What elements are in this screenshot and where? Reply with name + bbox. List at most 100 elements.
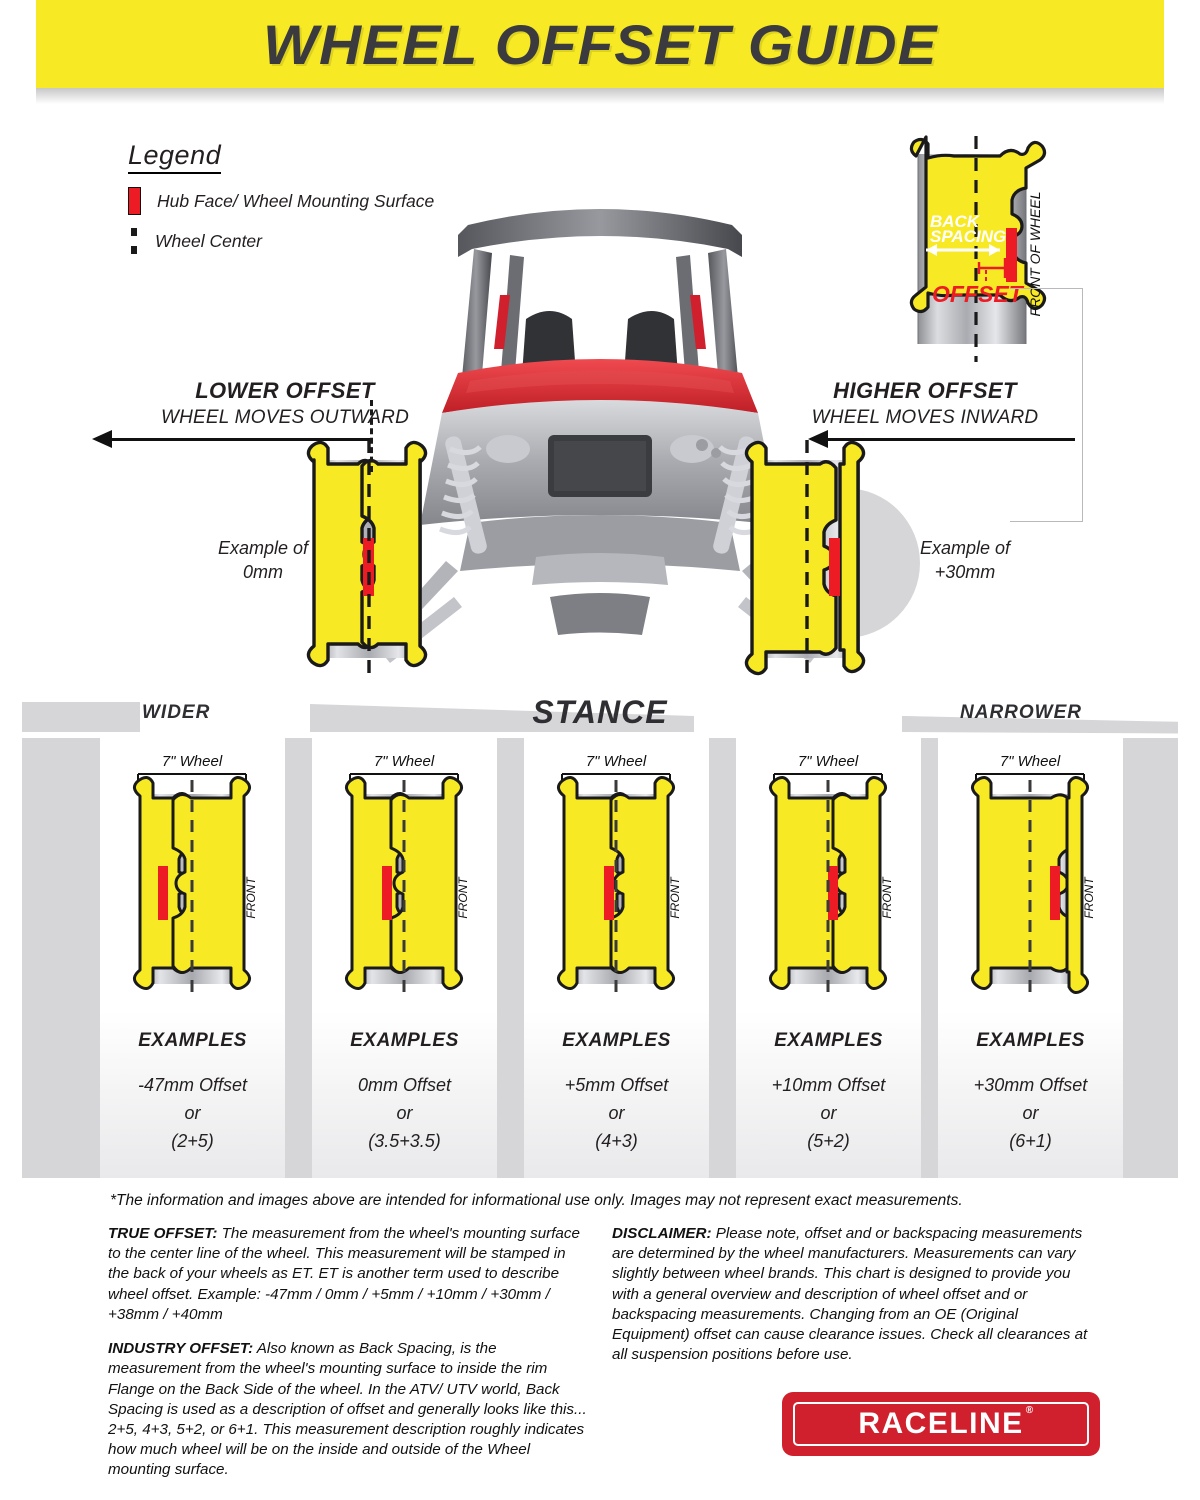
or-label: or [184,1102,201,1123]
wheel-size-label: 7" Wheel [586,753,647,770]
wheel-size-label: 7" Wheel [374,753,435,770]
wheel-size-label: 7" Wheel [162,753,223,770]
industry-offset-term: INDUSTRY OFFSET: [108,1340,254,1358]
true-offset-paragraph: TRUE OFFSET: The measurement from the wh… [108,1224,588,1325]
stance-column-3: 7" Wheel FRONT EXAMPLES +5mm Offset or (… [524,738,709,1178]
or-label: or [608,1102,625,1123]
raceline-logo: RACELINE® [782,1392,1100,1456]
backspacing-value: (2+5) [171,1130,214,1151]
example-values: 0mm Offset or (3.5+3.5) [312,1072,497,1156]
true-offset-text: The measurement from the wheel's mountin… [108,1225,580,1323]
wheel-cross-section-5: 7" Wheel FRONT [971,753,1096,1000]
front-label: FRONT [244,876,258,919]
disclaimer-term: DISCLAIMER: [612,1225,712,1242]
examples-heading: EXAMPLES [976,1030,1085,1051]
lower-offset-title: LOWER OFFSET [195,378,375,403]
stance-center-label: STANCE [532,694,668,730]
higher-offset-subtitle: WHEEL MOVES INWARD [811,407,1039,428]
stance-column-1: 7" Wheel FRONT EXAMPLES -47mm Offset or … [100,738,285,1178]
wheel-cross-section-3: 7" Wheel FRONT [557,753,682,1000]
wheel-cross-section-1: 7" Wheel FRONT [133,753,258,1000]
higher-offset-title: HIGHER OFFSET [833,378,1017,403]
left-example-note: Example of 0mm [188,536,338,585]
example-values: +30mm Offset or (6+1) [938,1072,1123,1156]
stance-column-5: 7" Wheel FRONT EXAMPLES +30mm Offset or … [938,738,1123,1178]
header-band: WHEEL OFFSET GUIDE [36,0,1164,88]
lower-offset-callout: LOWER OFFSET WHEEL MOVES OUTWARD [130,378,440,429]
hub-face-swatch-icon [128,187,141,215]
examples-heading: EXAMPLES [138,1030,247,1051]
raceline-logo-text: RACELINE® [858,1405,1033,1441]
wheel-size-label: 7" Wheel [1000,753,1061,770]
utv-vehicle-illustration [382,209,818,663]
offset-backspacing-diagram: BACK SPACING OFFSET FRONT OF WHEEL [909,135,1047,362]
right-example-note: Example of +30mm [890,536,1040,585]
left-example-line1: Example of [217,538,309,558]
stance-bar: WIDER STANCE NARROWER [22,694,1178,738]
true-offset-term: TRUE OFFSET: [108,1225,218,1242]
registered-trademark-icon: ® [1025,1405,1035,1416]
wheel-cross-section-4: 7" Wheel FRONT [769,753,894,1000]
example-values: +5mm Offset or (4+3) [524,1072,709,1156]
stance-narrower-label: NARROWER [960,702,1082,723]
stance-column-2: 7" Wheel FRONT EXAMPLES 0mm Offset or (3… [312,738,497,1178]
backspacing-value: (6+1) [1009,1130,1052,1151]
front-label: FRONT [880,876,894,919]
example-values: -47mm Offset or (2+5) [100,1072,285,1156]
legend-item-label: Hub Face/ Wheel Mounting Surface [157,190,435,211]
lower-offset-center-tick [370,400,373,472]
or-label: or [396,1102,413,1123]
legend-item-label: Wheel Center [155,230,262,251]
examples-heading: EXAMPLES [350,1030,459,1051]
disclaimer-paragraph: DISCLAIMER: Please note, offset and or b… [612,1224,1092,1366]
legend: Legend Hub Face/ Wheel Mounting Surface … [128,140,458,254]
stance-taper-graphic [22,702,1178,734]
definitions-right-column: DISCLAIMER: Please note, offset and or b… [612,1224,1092,1380]
offset-value: +30mm Offset [973,1075,1088,1095]
back-spacing-label-2: SPACING [930,227,1006,246]
lower-offset-subtitle: WHEEL MOVES OUTWARD [160,407,410,428]
right-example-line1: Example of [919,538,1011,558]
definitions-left-column: TRUE OFFSET: The measurement from the wh… [108,1224,588,1495]
examples-heading: EXAMPLES [774,1030,883,1051]
stance-panel: 7" Wheel FRONT EXAMPLES -47mm Offset or … [22,738,1178,1178]
lower-offset-arrow-head-icon [92,430,112,448]
or-label: or [820,1102,837,1123]
example-values: +10mm Offset or (5+2) [736,1072,921,1156]
stance-wider-label: WIDER [142,702,211,723]
raceline-wordmark: RACELINE [858,1407,1024,1440]
header-shadow [36,88,1164,104]
wheel-cross-section-2: 7" Wheel FRONT [345,753,470,1000]
examples-heading: EXAMPLES [562,1030,671,1051]
left-example-line2: 0mm [243,562,283,583]
right-example-line2: +30mm [934,562,996,583]
front-label: FRONT [456,876,470,919]
legend-item-wheel-center: Wheel Center [128,228,458,254]
front-label: FRONT [668,876,682,919]
back-spacing-label: BACK [930,212,981,231]
offset-label: OFFSET [932,281,1025,307]
disclaimer-text: Please note, offset and or backspacing m… [612,1225,1088,1364]
wheel-size-label: 7" Wheel [798,753,859,770]
backspacing-value: (3.5+3.5) [368,1130,441,1151]
industry-offset-text: Also known as Back Spacing, is the measu… [108,1340,587,1479]
lower-offset-arrow-line [105,438,370,441]
stance-column-4: 7" Wheel FRONT EXAMPLES +10mm Offset or … [736,738,921,1178]
footnote: *The information and images above are in… [110,1192,963,1209]
raceline-logo-border: RACELINE® [793,1402,1089,1446]
backspacing-value: (4+3) [595,1130,638,1151]
offset-value: -47mm Offset [137,1075,248,1095]
wheel-example-30mm [744,440,866,680]
front-of-wheel-label: FRONT OF WHEEL [1027,192,1043,317]
legend-title: Legend [128,140,222,174]
offset-value: +10mm Offset [771,1075,886,1095]
offset-value: 0mm Offset [357,1075,451,1095]
or-label: or [1022,1102,1039,1123]
wheel-example-0mm [306,440,428,680]
industry-offset-paragraph: INDUSTRY OFFSET: Also known as Back Spac… [108,1339,588,1481]
diagram-connector-line [1010,288,1083,522]
backspacing-value: (5+2) [807,1130,850,1151]
front-label: FRONT [1082,876,1096,919]
legend-item-hub-face: Hub Face/ Wheel Mounting Surface [128,187,458,215]
higher-offset-arrow-line [820,438,1075,441]
